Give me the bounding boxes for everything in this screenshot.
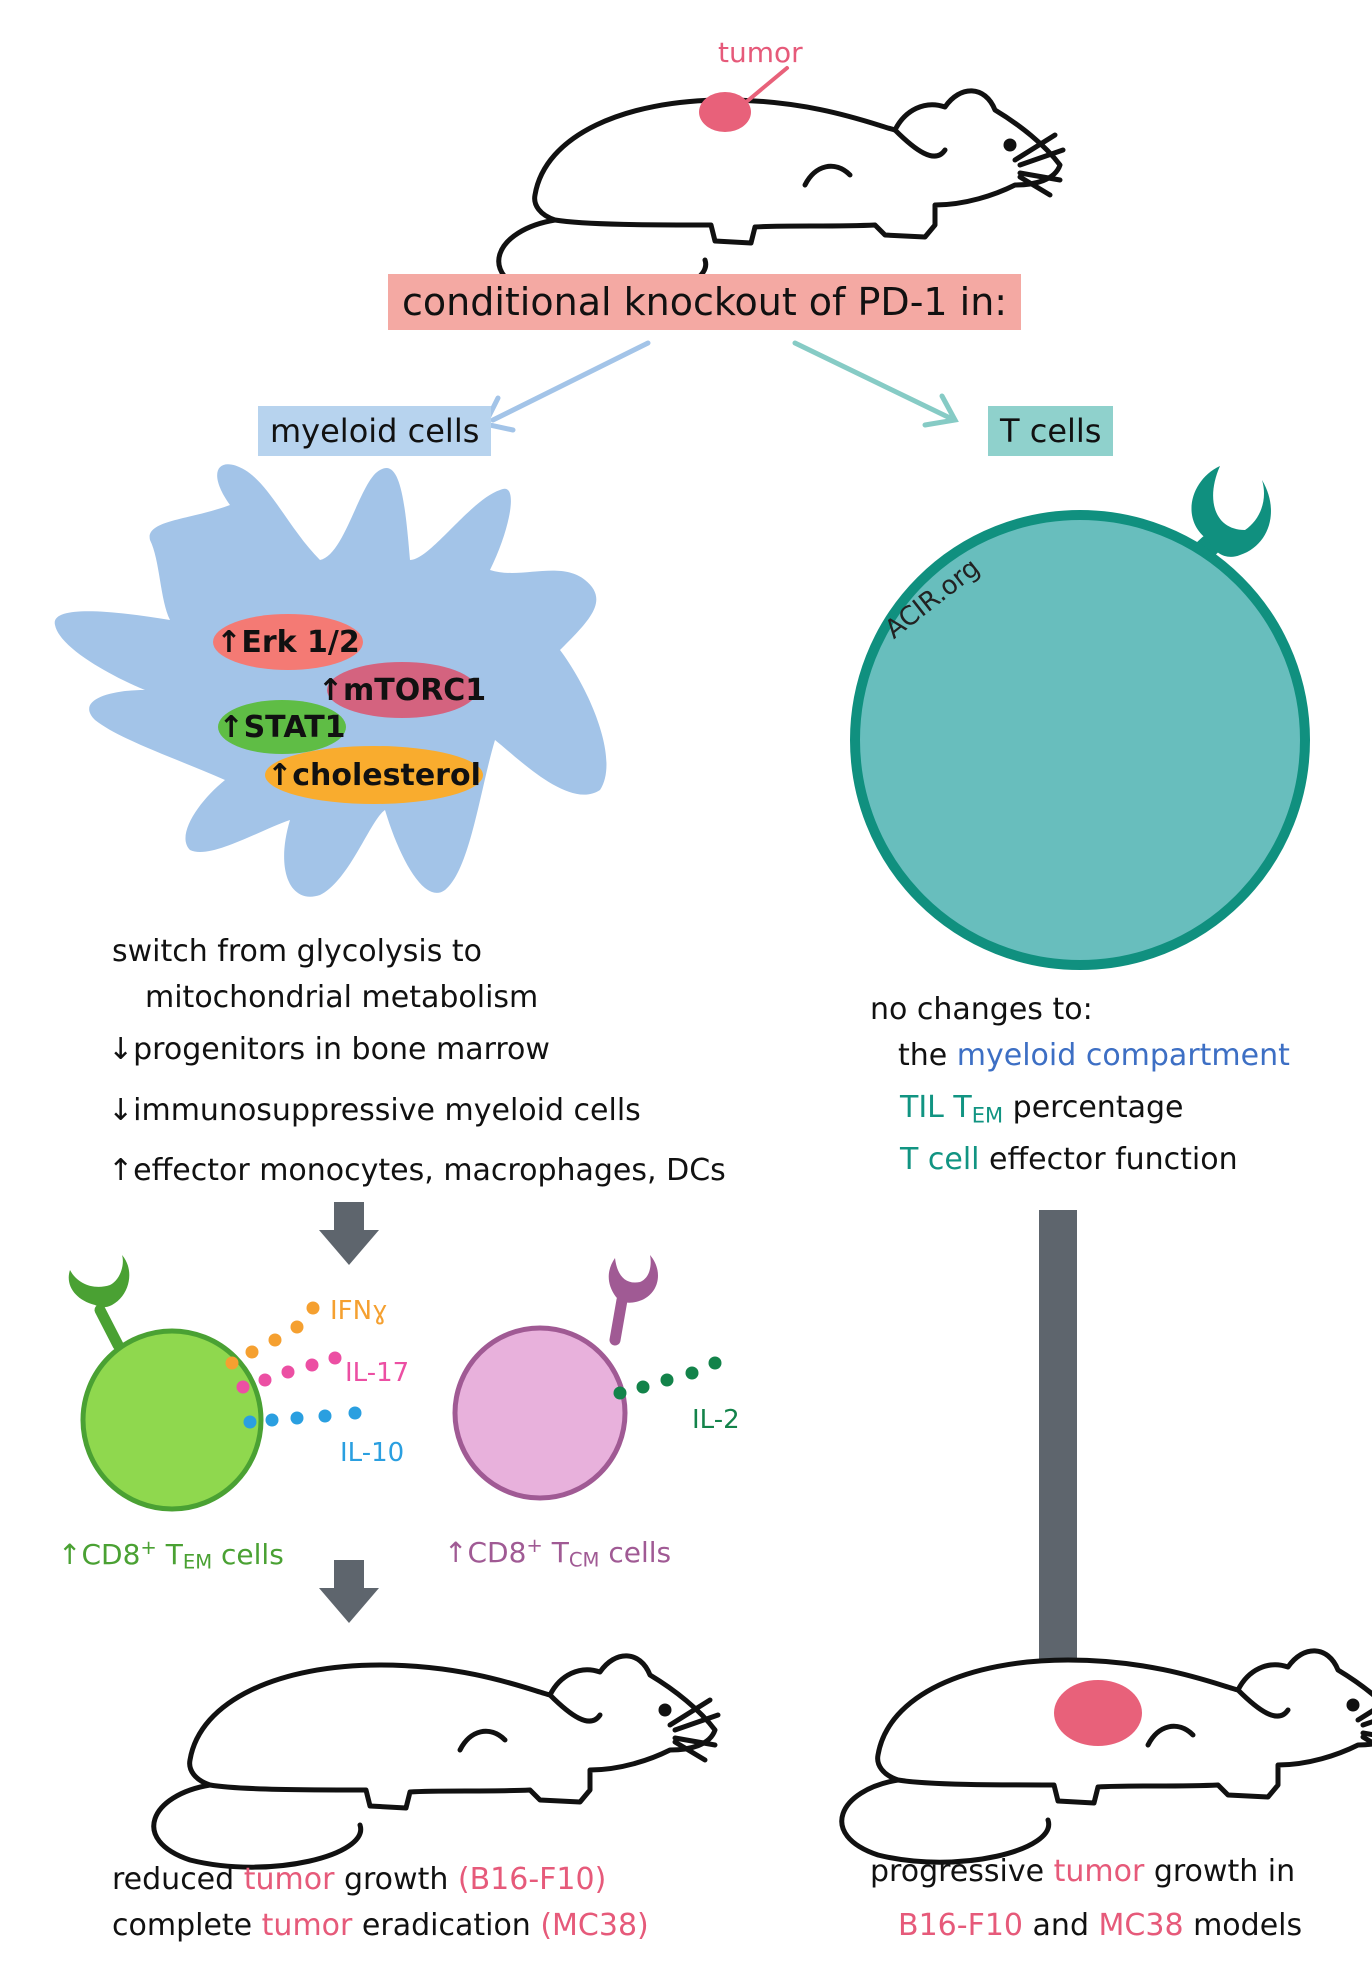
tumor-label: tumor (718, 36, 803, 69)
myeloid-effect-4: ↓immunosuppressive myeloid cells (108, 1093, 641, 1128)
myeloid-effect-2: mitochondrial metabolism (145, 980, 539, 1015)
branch-arrow-left (481, 340, 651, 433)
branch-label-tcells: T cells (988, 406, 1114, 456)
branch-arrow-right (792, 340, 959, 428)
il17-dots (236, 1351, 342, 1394)
t-cell-icon (850, 466, 1310, 970)
cytokine-il10: IL-10 (340, 1438, 405, 1468)
large-tumor-icon (1054, 1680, 1142, 1746)
down-arrow-2 (319, 1560, 379, 1623)
il10-dots (243, 1406, 362, 1429)
outcome-left-2: complete tumor eradication (MC38) (112, 1908, 649, 1943)
tcell-effect-3: T cell effector function (900, 1142, 1238, 1177)
cytokine-ifng: IFNɣ (330, 1296, 388, 1326)
tumor-icon (699, 92, 751, 132)
tcm-cell-icon (452, 1255, 658, 1501)
pill-stat1: ↑STAT1 (218, 700, 346, 754)
myeloid-effect-3: ↓progenitors in bone marrow (108, 1032, 550, 1067)
il2-dots (613, 1356, 722, 1400)
ifng-dots (225, 1301, 320, 1370)
diagram-title: conditional knockout of PD-1 in: (388, 274, 1022, 330)
myeloid-effect-1: switch from glycolysis to (112, 934, 482, 969)
branch-label-myeloid: myeloid cells (258, 406, 492, 456)
outcome-right-1: progressive tumor growth in (870, 1854, 1296, 1889)
myeloid-effect-5: ↑effector monocytes, macrophages, DCs (108, 1153, 726, 1188)
outcome-left-1: reduced tumor growth (B16-F10) (112, 1862, 607, 1897)
tem-cell-label: ↑CD8+ TEM cells (58, 1536, 284, 1574)
tcell-effect-intro: no changes to: (870, 992, 1093, 1027)
pill-mtorc1: ↑mTORC1 (318, 662, 486, 718)
down-arrow-1 (319, 1202, 379, 1265)
mouse-with-tumor-icon (496, 88, 1066, 305)
outcome-right-2: B16-F10 and MC38 models (898, 1908, 1303, 1943)
tem-cell-icon (68, 1255, 264, 1512)
mouse-no-tumor-icon (151, 1653, 721, 1870)
pill-erk: ↑Erk 1/2 (213, 614, 363, 670)
tcell-effect-2: TIL TEM percentage (900, 1090, 1184, 1128)
tcell-effect-1: the myeloid compartment (898, 1038, 1290, 1073)
cytokine-il17: IL-17 (345, 1358, 410, 1388)
cytokine-il2: IL-2 (692, 1405, 740, 1435)
pill-cholesterol: ↑cholesterol (265, 746, 483, 804)
tcm-cell-label: ↑CD8+ TCM cells (444, 1534, 672, 1572)
